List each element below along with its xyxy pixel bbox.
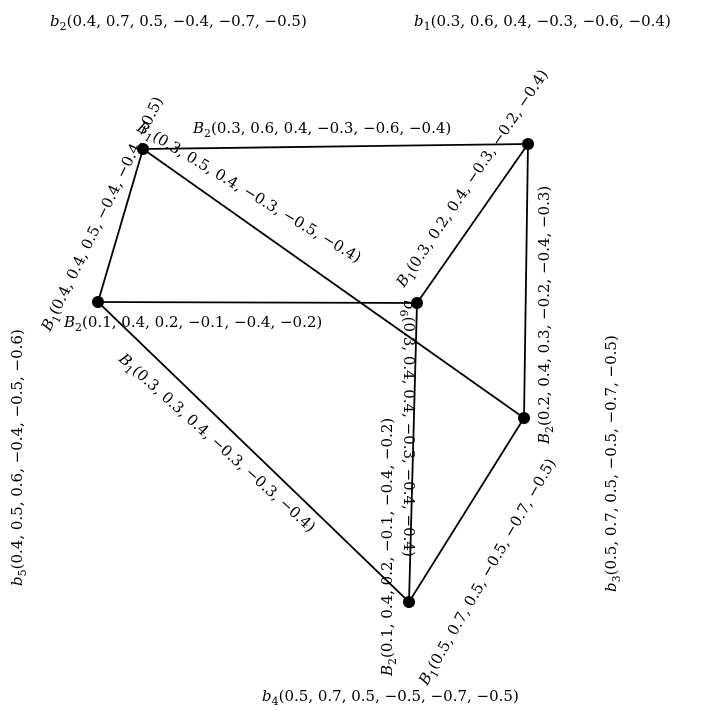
edge-b5-b4 — [97, 301, 410, 603]
edge-b4-b3 — [408, 417, 525, 603]
vertex-b5 — [92, 296, 104, 308]
vertex-b1 — [522, 138, 534, 150]
edges-layer — [97, 143, 529, 603]
labels-layer: B2(0.3, 0.6, 0.4, −0.3, −0.6, −0.4) B2(0.… — [8, 12, 671, 708]
vertex-b6 — [411, 297, 423, 309]
edge-b5-b2 — [97, 148, 144, 303]
edge-label-b2-b1: B2(0.3, 0.6, 0.4, −0.3, −0.6, −0.4) — [192, 119, 451, 140]
vertex-label-b1: b1(0.3, 0.6, 0.4, −0.3, −0.6, −0.4) — [414, 12, 671, 33]
edge-label-b6-b4: B2(0.1, 0.4, 0.2, −0.1, −0.4, −0.2) — [378, 418, 399, 677]
edge-label-b2-b3: B1(0.3, 0.5, 0.4, −0.3, −0.5, −0.4) — [132, 117, 365, 269]
vertices-layer — [92, 138, 534, 608]
vertex-label-b4: b4(0.5, 0.7, 0.5, −0.5, −0.7, −0.5) — [262, 687, 519, 708]
edge-label-b1-b3: B2(0.2, 0.4, 0.3, −0.2, −0.4, −0.3) — [535, 186, 556, 445]
edge-b6-b4 — [408, 302, 418, 603]
edge-b5-b6 — [97, 301, 418, 304]
edge-label-b5-b4: B1(0.3, 0.3, 0.4, −0.3, −0.3, −0.4) — [113, 349, 320, 538]
edge-b2-b3 — [142, 148, 525, 419]
vertex-b4 — [403, 596, 415, 608]
edge-b2-b1 — [142, 143, 529, 150]
vertex-b3 — [518, 412, 530, 424]
vertex-b2 — [137, 143, 149, 155]
vertex-label-b6: b6(0.3, 0.4, 0.4, −0.3, −0.4, −0.4) — [397, 300, 418, 557]
edge-b6-b1 — [416, 143, 529, 304]
edge-label-b4-b3: B1(0.5, 0.7, 0.5, −0.5, −0.7, −0.5) — [414, 455, 562, 690]
vertex-label-b3: b3(0.5, 0.7, 0.5, −0.5, −0.7, −0.5) — [602, 335, 623, 592]
edge-label-b5-b6: B2(0.1, 0.4, 0.2, −0.1, −0.4, −0.2) — [63, 313, 322, 334]
edge-label-b6-b1: B1(0.3, 0.2, 0.4, −0.3, −0.2, −0.4) — [392, 66, 554, 293]
vertex-label-b5: b5(0.4, 0.5, 0.6, −0.4, −0.5, −0.6) — [8, 329, 29, 586]
edge-b1-b3 — [523, 143, 529, 419]
vertex-label-b2: b2(0.4, 0.7, 0.5, −0.4, −0.7, −0.5) — [50, 12, 307, 33]
